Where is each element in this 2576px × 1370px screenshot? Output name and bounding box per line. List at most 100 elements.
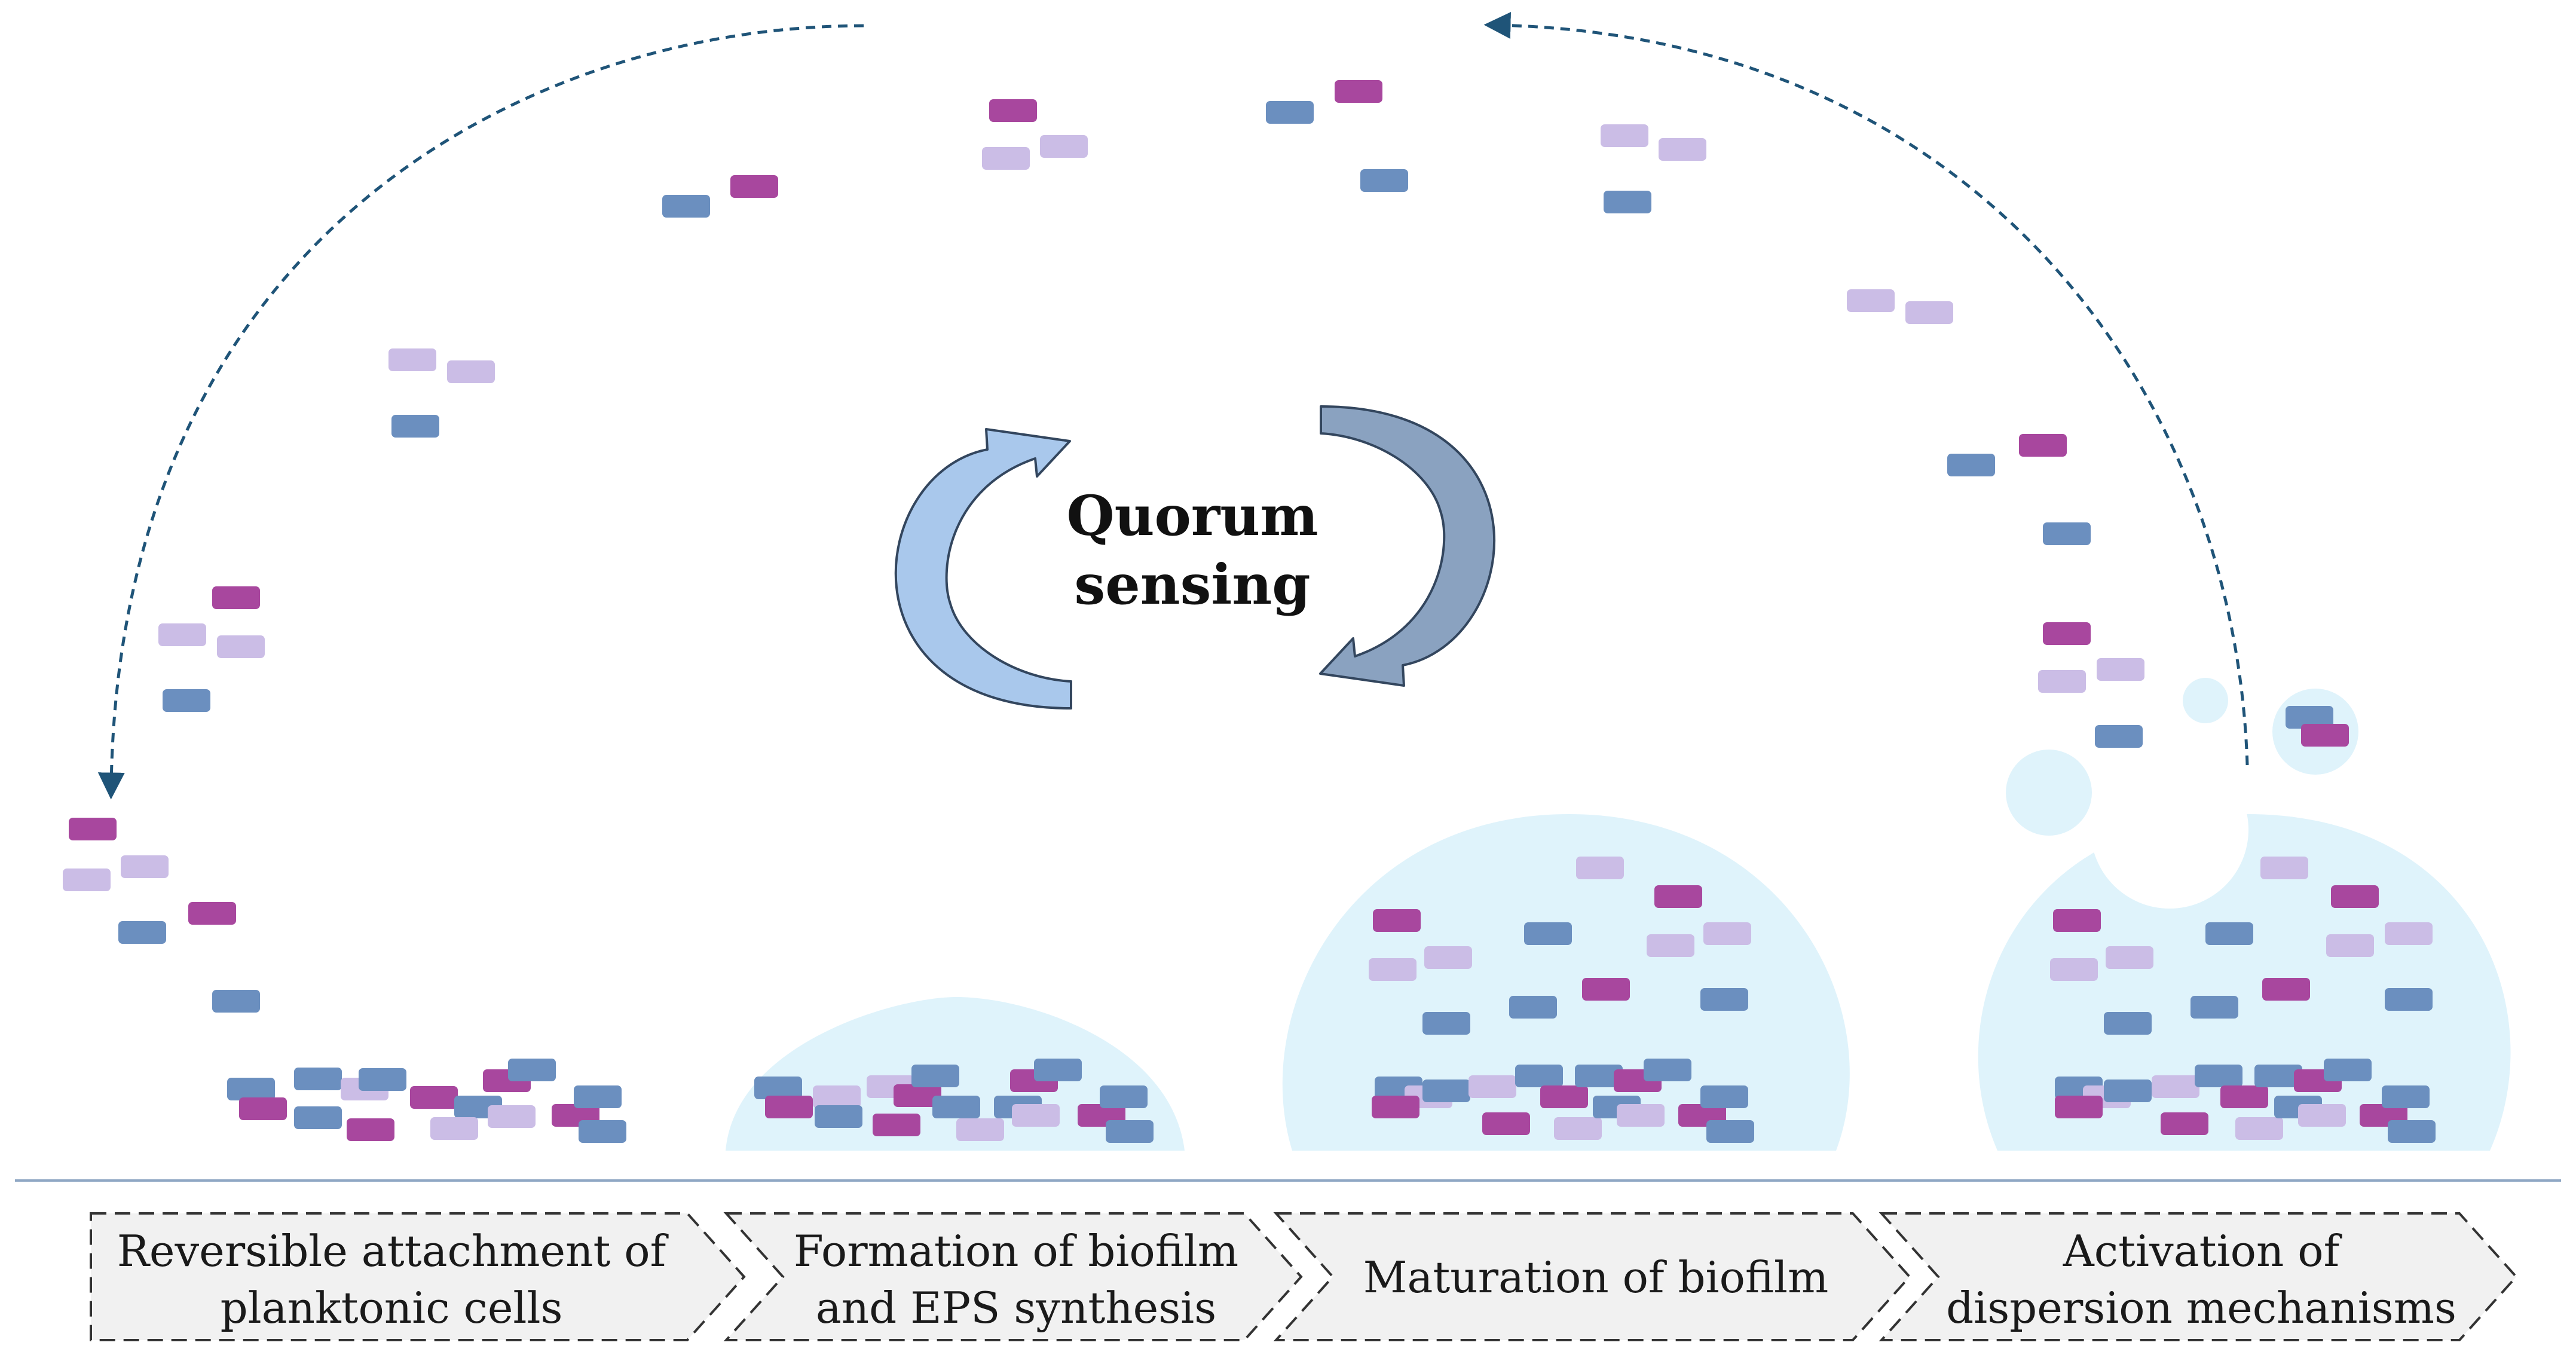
bacterial-cell-icon <box>1012 1104 1060 1127</box>
dashed-arc-arrow-icon <box>1483 12 2249 766</box>
bacterial-cell-icon <box>2053 909 2101 932</box>
stage-box-1 <box>90 1212 746 1341</box>
bacterial-cell-icon <box>579 1120 626 1143</box>
bacterial-cell-icon <box>2104 1080 2152 1102</box>
quorum-sensing-title-line2: sensing <box>1074 552 1310 617</box>
stage-box-4 <box>1879 1212 2518 1341</box>
bacterial-cell-icon <box>956 1118 1004 1141</box>
dispersal-cavity <box>2091 751 2248 909</box>
bacterial-cell-icon <box>239 1097 287 1120</box>
bacterial-cell-icon <box>932 1096 980 1118</box>
stage-box-2 <box>723 1212 1303 1341</box>
bacterial-cell-icon <box>63 869 111 891</box>
bacterial-cell-icon <box>1604 191 1651 213</box>
bacterial-cell-icon <box>447 360 495 383</box>
bacterial-cell-icon <box>873 1114 920 1136</box>
bacterial-cell-icon <box>1100 1085 1148 1108</box>
stage-flow: Reversible attachment of planktonic cell… <box>90 1212 2518 1341</box>
bacterial-cell-icon <box>2260 857 2308 879</box>
bacterial-cell-icon <box>227 1078 275 1100</box>
bacterial-cell-icon <box>1468 1075 1516 1098</box>
bacterial-cell-icon <box>989 99 1037 122</box>
bacterial-cell-icon <box>765 1096 813 1118</box>
bacterial-cell-icon <box>1617 1104 1665 1127</box>
bacterial-cell-icon <box>1654 885 1702 908</box>
stage-2-label-line2: and EPS synthesis <box>816 1283 1216 1333</box>
bacterial-cell-icon <box>1373 909 1421 932</box>
bacterial-cell-icon <box>508 1059 556 1081</box>
bacterial-cell-icon <box>69 818 117 840</box>
bacterial-cell-icon <box>894 1084 941 1107</box>
eps-matrix-stage3 <box>1282 814 1850 1151</box>
cycle-arrow-upper-left <box>894 428 1072 710</box>
bacterial-cell-icon <box>2262 978 2310 1001</box>
bacterial-cell-icon <box>1360 169 1408 192</box>
bacterial-cell-icon <box>2205 922 2253 945</box>
stage-4-label-line1: Activation of <box>2063 1226 2342 1276</box>
bacterial-cell-icon <box>1947 454 1995 476</box>
bacterial-cell-icon <box>1524 922 1572 945</box>
bacterial-cell-icon <box>2190 996 2238 1019</box>
bacterial-cell-icon <box>815 1105 862 1128</box>
bacterial-cell-icon <box>163 689 210 712</box>
bacterial-cell-icon <box>2331 885 2379 908</box>
bacterial-cell-icon <box>1582 978 1630 1001</box>
bacterial-cell-icon <box>430 1117 478 1140</box>
bacterial-cell-icon <box>2097 658 2144 681</box>
bacterial-cell-icon <box>2385 988 2433 1011</box>
bacterial-cell-icon <box>188 902 236 925</box>
bacterial-cell-icon <box>1369 958 1417 981</box>
bacterial-cell-icon <box>1372 1096 1419 1118</box>
stage-1-label-line1: Reversible attachment of <box>117 1226 669 1276</box>
bacterial-cell-icon <box>121 855 169 878</box>
bacterial-cell-icon <box>359 1068 406 1091</box>
bacterial-cell-icon <box>1847 289 1895 312</box>
bacterial-cell-icon <box>388 348 436 371</box>
dispersal-bubble-small <box>2183 678 2228 723</box>
bacterial-cell-icon <box>2301 724 2349 747</box>
bacterial-cell-icon <box>1554 1117 1602 1140</box>
bacterial-cell-icon <box>2050 958 2098 981</box>
bacterial-cell-icon <box>1576 857 1624 879</box>
bacterial-cell-icon <box>118 921 166 944</box>
bacterial-cell-icon <box>574 1085 622 1108</box>
bacterial-cell-icon <box>1644 1059 1691 1081</box>
bacterial-cell-icon <box>2385 922 2433 945</box>
bacterial-cell-icon <box>1575 1065 1623 1087</box>
dispersal-bubble-large <box>2006 750 2092 836</box>
bacterial-cell-icon <box>2324 1059 2372 1081</box>
bacterial-cell-icon <box>212 990 260 1013</box>
bacterial-cell-icon <box>2286 706 2333 729</box>
bacterial-cell-icon <box>2254 1065 2302 1087</box>
bacterial-cell-icon <box>2382 1085 2430 1108</box>
bacterial-cell-icon <box>1424 946 1472 969</box>
bacterial-cell-icon <box>1601 124 1648 147</box>
bacterial-cell-icon <box>1482 1112 1530 1135</box>
bacterial-cell-icon <box>2235 1117 2283 1140</box>
bacterial-cell-icon <box>2388 1120 2436 1143</box>
bacterial-cell-icon <box>2043 522 2091 545</box>
bacterial-cell-icon <box>2106 946 2153 969</box>
bacterial-cell-icon <box>212 586 260 609</box>
bacterial-cell-icon <box>2095 725 2143 748</box>
bacterial-cell-icon <box>391 415 439 438</box>
bacterial-cell-icon <box>730 175 778 198</box>
bacterial-cell-icon <box>2038 670 2086 693</box>
bacterial-cell-icon <box>1706 1120 1754 1143</box>
bacterial-cell-icon <box>488 1105 536 1128</box>
bacterial-cell-icon <box>1422 1080 1470 1102</box>
bacterial-cell-icon <box>1703 922 1751 945</box>
bacterial-cell-icon <box>1905 301 1953 324</box>
bacterial-cell-icon <box>158 623 206 646</box>
bacterial-cell-icon <box>754 1077 802 1099</box>
bacterial-cell-icon <box>1335 80 1382 103</box>
stage-box-3 <box>1273 1212 1911 1341</box>
quorum-sensing-title-line1: Quorum <box>1066 484 1318 548</box>
cycle-arrow-lower-right <box>1319 405 1496 687</box>
bacterial-cell-icon <box>982 147 1030 170</box>
stage-2-label-line1: Formation of biofilm <box>794 1226 1238 1276</box>
bacterial-cell-icon <box>2195 1065 2242 1087</box>
bacterial-cell-icon <box>911 1065 959 1087</box>
bacterial-cell-icon <box>1515 1065 1563 1087</box>
